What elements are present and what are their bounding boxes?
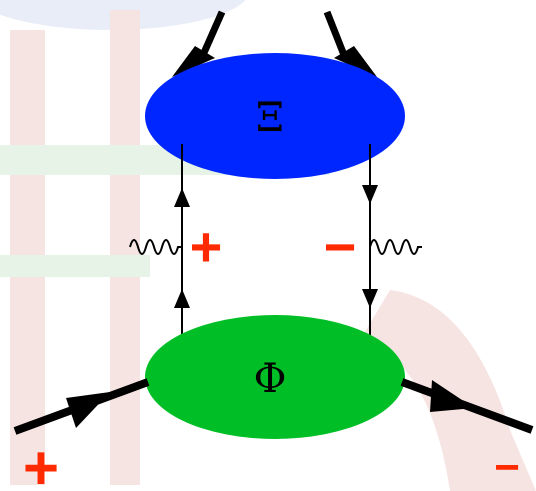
left-propagator [174,144,190,335]
upper-left-leg [199,10,226,57]
upper-right-leg [323,10,348,57]
phi-blob [145,315,405,439]
incoming-leg-arrow [66,392,110,428]
right-propagator [362,144,378,335]
outgoing-minus-sign: − [494,443,520,491]
left-propagator-arrow-top [174,188,190,207]
xi-label: Ξ [256,95,284,141]
incoming-plus-sign: + [23,434,59,491]
left-photon-plus-sign: + [190,215,223,278]
lower-legs [13,378,534,435]
left-photon-wave [129,239,182,255]
left-propagator-arrow-bottom [174,289,190,308]
watermark-red-bar-mid [110,10,140,485]
right-propagator-arrow-bottom [362,289,378,308]
right-propagator-arrow-top [362,185,378,204]
xi-blob [145,53,405,179]
phi-label: Φ [254,356,287,402]
upper-legs [172,10,377,77]
watermark-green-band-mid [0,255,150,277]
upper-right-leg-arrow [334,46,377,77]
outgoing-leg-arrow [430,380,474,412]
right-photon-wave [369,239,422,255]
right-photon-minus-sign: − [324,215,357,278]
upper-left-leg-arrow [172,46,215,77]
watermark-red-curve [360,290,536,491]
